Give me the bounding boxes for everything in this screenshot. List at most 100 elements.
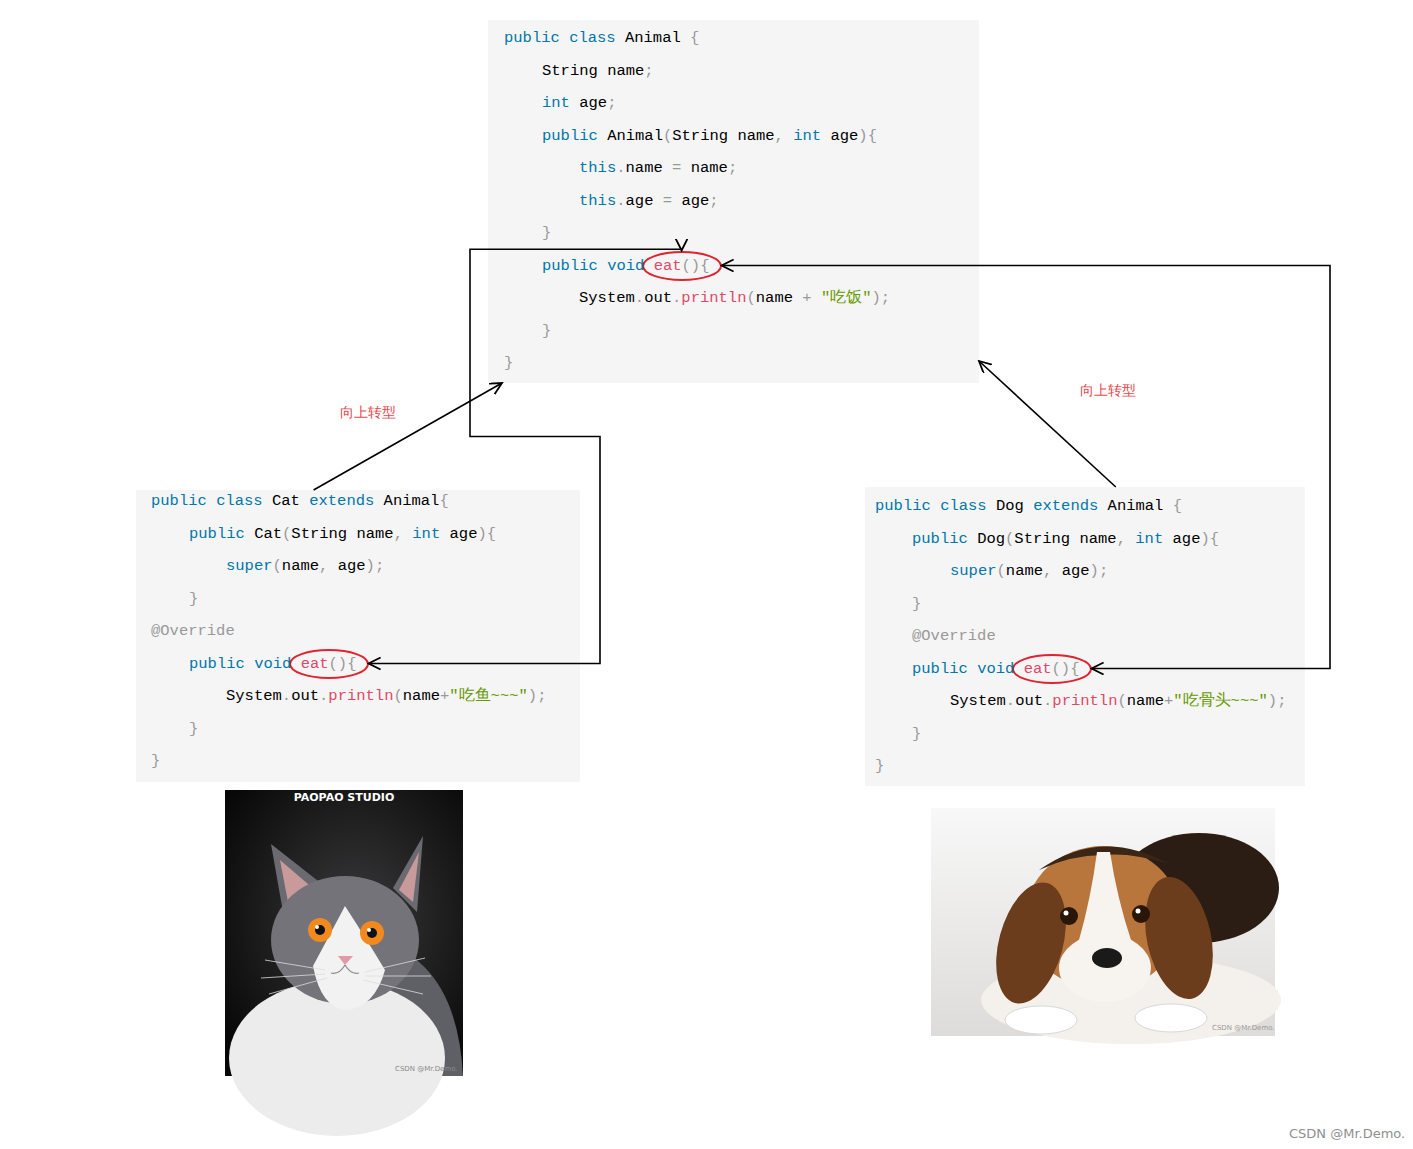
code-line: } (504, 353, 513, 373)
connector (369, 249, 682, 663)
code-token: public (875, 497, 931, 515)
code-token: name (691, 159, 728, 177)
code-token: = (663, 192, 672, 210)
code-token: . (319, 687, 328, 705)
code-token (245, 655, 254, 673)
code-token: void (977, 660, 1014, 678)
eye-glint (1136, 909, 1141, 914)
code-line: String name; (542, 61, 654, 81)
code-token: ; (607, 94, 616, 112)
cat-ear-inner (399, 852, 419, 902)
code-token: Cat (254, 525, 282, 543)
dog-paw (1005, 1006, 1077, 1034)
code-token: ) (1268, 692, 1277, 710)
code-token: name (356, 525, 393, 543)
code-token: age (338, 557, 366, 575)
code-token: System (579, 289, 635, 307)
code-token: name (626, 159, 663, 177)
code-token: Animal (607, 127, 663, 145)
code-line: public class Dog extends Animal { (875, 496, 1182, 516)
code-token: ; (881, 289, 890, 307)
code-token: @Override (151, 622, 235, 640)
code-token: age (830, 127, 858, 145)
code-token: "吃骨头~~~" (1173, 692, 1268, 710)
code-line: public void (542, 256, 644, 276)
code-line: System.out.println(name+"吃鱼~~~"); (226, 686, 546, 706)
code-token (812, 289, 821, 307)
code-token: extends (309, 492, 374, 510)
code-token: name (756, 289, 793, 307)
code-token (681, 29, 690, 47)
code-token: public (189, 525, 245, 543)
code-token: name (1127, 692, 1164, 710)
code-token: { (487, 525, 496, 543)
code-token: ) (528, 687, 537, 705)
code-line: } (875, 756, 884, 776)
code-token: public (912, 660, 968, 678)
code-token: ( (282, 525, 291, 543)
code-token: } (189, 590, 198, 608)
code-token (347, 525, 356, 543)
method-name: eat(){ (301, 654, 357, 674)
dog-ear (1135, 871, 1223, 1006)
code-token: name (1079, 530, 1116, 548)
code-line: this.name = name; (579, 158, 737, 178)
code-token: { (690, 29, 699, 47)
code-token: ( (997, 562, 1006, 580)
code-token (1098, 497, 1107, 515)
code-line: @Override (151, 621, 235, 641)
code-token: . (616, 159, 625, 177)
code-token: ; (644, 62, 653, 80)
cat-eye (360, 921, 384, 945)
code-token: . (1043, 692, 1052, 710)
code-token: . (282, 687, 291, 705)
code-token: @Override (912, 627, 996, 645)
code-token (672, 192, 681, 210)
code-token: } (504, 354, 513, 372)
code-box: public class Dog extends Animal {public … (865, 487, 1305, 786)
dog-photo (931, 808, 1281, 1044)
code-token (403, 525, 412, 543)
code-token (440, 525, 449, 543)
code-token: this (579, 192, 616, 210)
code-token: int (1135, 530, 1163, 548)
code-token: = (672, 159, 681, 177)
code-token (793, 289, 802, 307)
photo-credit: PAOPAO STUDIO (225, 791, 463, 804)
code-line: } (912, 724, 921, 744)
code-token: { (700, 257, 709, 275)
cat-photo (225, 790, 463, 1136)
code-token: } (875, 757, 884, 775)
code-token (968, 530, 977, 548)
code-token: ( (1005, 530, 1014, 548)
code-token (1163, 530, 1172, 548)
oval-ring (643, 252, 721, 280)
code-token: ( (273, 557, 282, 575)
edge-label: 向上转型 (338, 404, 398, 422)
code-token: ( (682, 257, 691, 275)
code-token: name (403, 687, 440, 705)
code-token: class (216, 492, 263, 510)
code-token: ( (663, 127, 672, 145)
code-token: age (450, 525, 478, 543)
code-token: + (1164, 692, 1173, 710)
code-token (653, 192, 662, 210)
connector (314, 383, 502, 490)
code-token: ; (1099, 562, 1108, 580)
code-token: System (226, 687, 282, 705)
code-line: public class Cat extends Animal{ (151, 491, 449, 511)
code-token: { (439, 492, 448, 510)
code-token: . (635, 289, 644, 307)
code-token: public (912, 530, 968, 548)
code-token: void (254, 655, 291, 673)
code-token: public (542, 257, 598, 275)
watermark: CSDN @Mr.Demo. (1289, 1126, 1405, 1141)
method-name: eat(){ (654, 256, 710, 276)
code-token (728, 127, 737, 145)
code-token: ) (1061, 660, 1070, 678)
code-token: void (607, 257, 644, 275)
code-token (560, 29, 569, 47)
code-line: super(name, age); (226, 556, 384, 576)
code-token: out (291, 687, 319, 705)
